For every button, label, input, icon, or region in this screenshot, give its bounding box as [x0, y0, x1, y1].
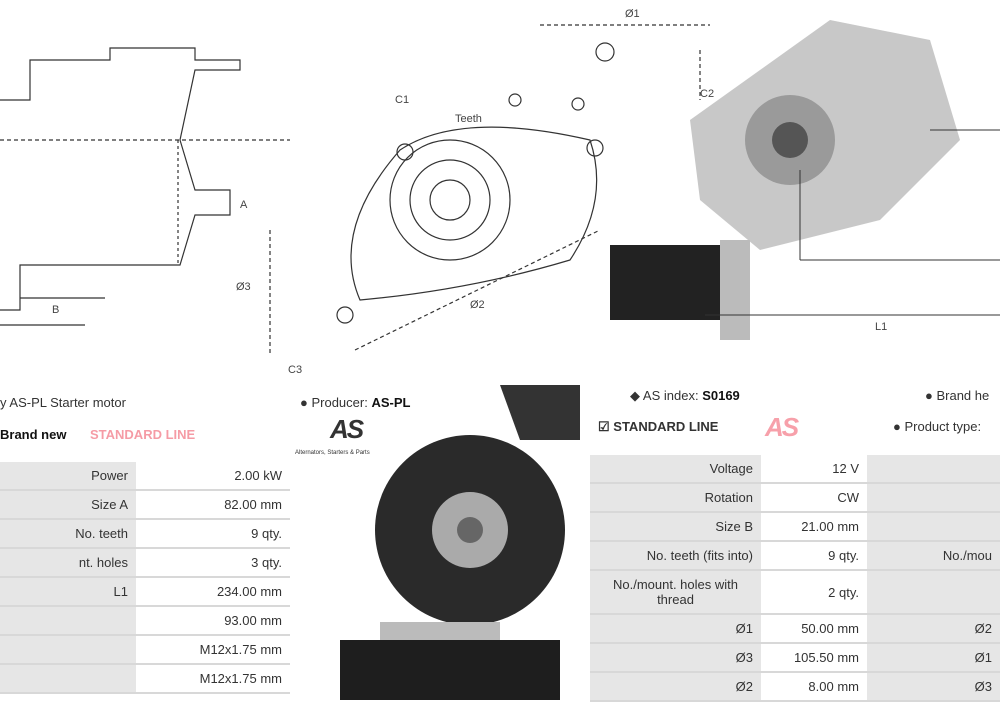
dim-b-label: B [52, 304, 59, 316]
table-row: No. teeth (fits into)9 qty.No./mou [590, 541, 1000, 571]
product-type-label: Product type: [904, 419, 982, 434]
spec-value: 82.00 mm [136, 490, 290, 520]
spec-label: Size A [0, 490, 136, 520]
spec-value: M12x1.75 mm [136, 635, 290, 665]
starter-photo-top [610, 20, 1000, 340]
spec-value: 3 qty. [136, 548, 290, 578]
spec-value: 2.00 kW [136, 462, 290, 491]
producer-value: AS-PL [371, 395, 411, 410]
table-row: M12x1.75 mm [0, 664, 290, 694]
brand-right-text: Brand he [936, 388, 990, 403]
standard-line-right-text: STANDARD LINE [613, 419, 719, 434]
spec-label [0, 664, 136, 694]
spec-label: Power [0, 462, 136, 491]
product-type-field: ● Product type: [893, 419, 982, 434]
logo-tagline: Alternators, Starters & Parts [295, 450, 370, 456]
dim-c3-label: C3 [288, 364, 302, 376]
spec-label [0, 635, 136, 665]
as-index-label: AS index: [642, 388, 699, 403]
spec-value: 93.00 mm [136, 606, 290, 636]
technical-drawing: A B Ø3 Ø1 C1 C2 Teeth Ø2 C3 L1 [0, 8, 1000, 376]
dim-a-label: A [240, 199, 248, 211]
dim-c1-label: C1 [395, 94, 409, 106]
spec-value: 8.00 mm [761, 672, 867, 702]
producer-label: Producer: [311, 395, 368, 410]
spec-value: 105.50 mm [761, 643, 867, 673]
flange-front-view [269, 24, 710, 355]
spec-value: 2 qty. [761, 570, 867, 615]
spec-extra-label: Ø2 [867, 614, 1000, 644]
spec-extra-label: Ø1 [867, 643, 1000, 673]
spec-label: nt. holes [0, 548, 136, 578]
spec-extra-label [867, 455, 1000, 484]
spec-extra-label: Ø3 [867, 672, 1000, 702]
spec-label: No. teeth (fits into) [590, 541, 761, 571]
as-logo-left: AS [330, 414, 364, 444]
spec-label: Voltage [590, 455, 761, 484]
brand-new-left: Brand new [0, 427, 67, 442]
standard-line-right: ☑ STANDARD LINE [598, 419, 719, 434]
spec-extra-label [867, 483, 1000, 513]
teeth-label: Teeth [455, 113, 482, 125]
spec-label: Rotation [590, 483, 761, 513]
spec-label: Ø1 [590, 614, 761, 644]
spec-value: 50.00 mm [761, 614, 867, 644]
as-logo-right: AS [765, 412, 799, 442]
table-row: 93.00 mm [0, 606, 290, 636]
product-title: y AS-PL Starter motor [0, 395, 126, 410]
producer-field: ● Producer: AS-PL [300, 395, 411, 410]
brand-new-right: ● Brand he [925, 388, 990, 403]
as-index-field: ◆ AS index: S0169 [630, 388, 740, 403]
dim-d3-left-label: Ø3 [236, 281, 251, 293]
spec-value: M12x1.75 mm [136, 664, 290, 694]
starter-side-view [0, 47, 290, 326]
spec-label: L1 [0, 577, 136, 607]
spec-extra-label: No./mou [867, 541, 1000, 571]
spec-label: No. teeth [0, 519, 136, 549]
spec-label: Ø2 [590, 672, 761, 702]
spec-label: Size B [590, 512, 761, 542]
spec-extra-label [867, 512, 1000, 542]
spec-extra-label [867, 570, 1000, 615]
spec-value: 12 V [761, 455, 867, 484]
spec-value: 234.00 mm [136, 577, 290, 607]
dim-d2-label: Ø2 [470, 299, 485, 311]
standard-line-badge-left: STANDARD LINE [90, 427, 196, 442]
as-index-value: S0169 [702, 388, 740, 403]
spec-value: 21.00 mm [761, 512, 867, 542]
dim-l1-label: L1 [875, 321, 887, 333]
spec-value: 9 qty. [136, 519, 290, 549]
spec-value: CW [761, 483, 867, 513]
spec-label: No./mount. holes with thread [590, 570, 761, 615]
dim-d1-label: Ø1 [625, 8, 640, 20]
dim-c2-label: C2 [700, 88, 714, 100]
spec-label: Ø3 [590, 643, 761, 673]
spec-value: 9 qty. [761, 541, 867, 571]
spec-label [0, 606, 136, 636]
table-row: M12x1.75 mm [0, 635, 290, 665]
